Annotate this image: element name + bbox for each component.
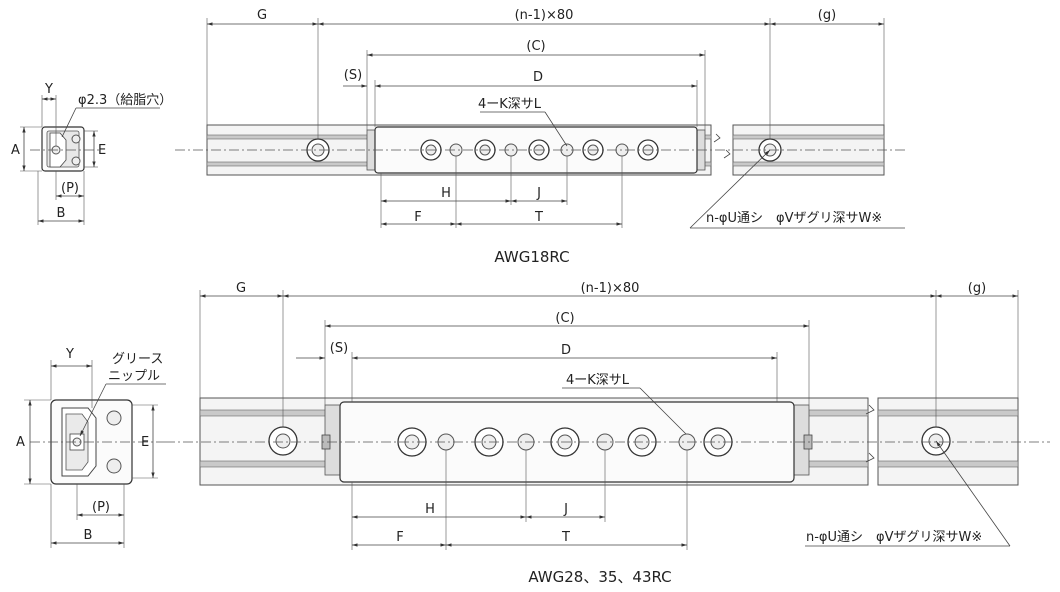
top-dim-J: J xyxy=(536,186,541,201)
top-bolt-label: n-φU通シ φVザグリ深サW※ xyxy=(706,211,882,226)
top-caption: AWG18RC xyxy=(494,248,569,266)
bottom-drawing: G (n-1)×80 (g) (C) (S) D 4ーK深サL Y グリース ニ… xyxy=(16,281,1050,586)
top-drawing: G (n-1)×80 (g) (C) (S) D 4ーK深サL Y φ2.3（給… xyxy=(11,8,905,266)
top-dim-C: (C) xyxy=(526,39,545,54)
bottom-dim-A: A xyxy=(16,435,25,450)
bottom-end-view xyxy=(24,360,166,548)
top-dim-E: E xyxy=(98,143,106,158)
bottom-bolt-label: n-φU通シ φVザグリ深サW※ xyxy=(806,530,982,545)
top-dim-KL: 4ーK深サL xyxy=(478,97,542,112)
top-dim-D: D xyxy=(533,70,543,85)
top-dim-G: G xyxy=(257,8,267,23)
bottom-dim-B: B xyxy=(84,528,93,543)
bottom-dim-T: T xyxy=(561,530,570,545)
bottom-grease-label-2: ニップル xyxy=(108,369,160,384)
bottom-grease-label-1: グリース xyxy=(112,352,163,367)
bottom-dim-g: (g) xyxy=(968,281,986,296)
bottom-dim-J: J xyxy=(563,502,568,517)
top-dim-H: H xyxy=(441,186,451,201)
bottom-dim-D: D xyxy=(561,343,571,358)
top-dim-Y: Y xyxy=(44,82,53,97)
top-grease-label: φ2.3（給脂穴） xyxy=(78,93,172,108)
bottom-caption: AWG28、35、43RC xyxy=(528,568,671,586)
bottom-dim-G: G xyxy=(236,281,246,296)
top-dim-F: F xyxy=(414,210,421,225)
bottom-dim-F: F xyxy=(396,530,403,545)
top-dim-T: T xyxy=(534,210,543,225)
top-end-view xyxy=(20,95,160,225)
bottom-dim-H: H xyxy=(425,502,435,517)
bottom-dim-C: (C) xyxy=(555,311,574,326)
top-dim-S: (S) xyxy=(344,68,362,83)
top-dim-A: A xyxy=(11,143,20,158)
top-dim-n80: (n-1)×80 xyxy=(515,8,574,23)
top-dim-B: B xyxy=(57,206,66,221)
bottom-dim-n80: (n-1)×80 xyxy=(581,281,640,296)
top-dim-g: (g) xyxy=(818,8,836,23)
bottom-dim-P: (P) xyxy=(92,500,110,515)
top-dim-P: (P) xyxy=(61,181,79,196)
bottom-dim-S: (S) xyxy=(330,341,348,356)
bottom-dim-KL: 4ーK深サL xyxy=(566,373,630,388)
bottom-dim-E: E xyxy=(141,435,149,450)
bottom-dim-Y: Y xyxy=(65,347,74,362)
